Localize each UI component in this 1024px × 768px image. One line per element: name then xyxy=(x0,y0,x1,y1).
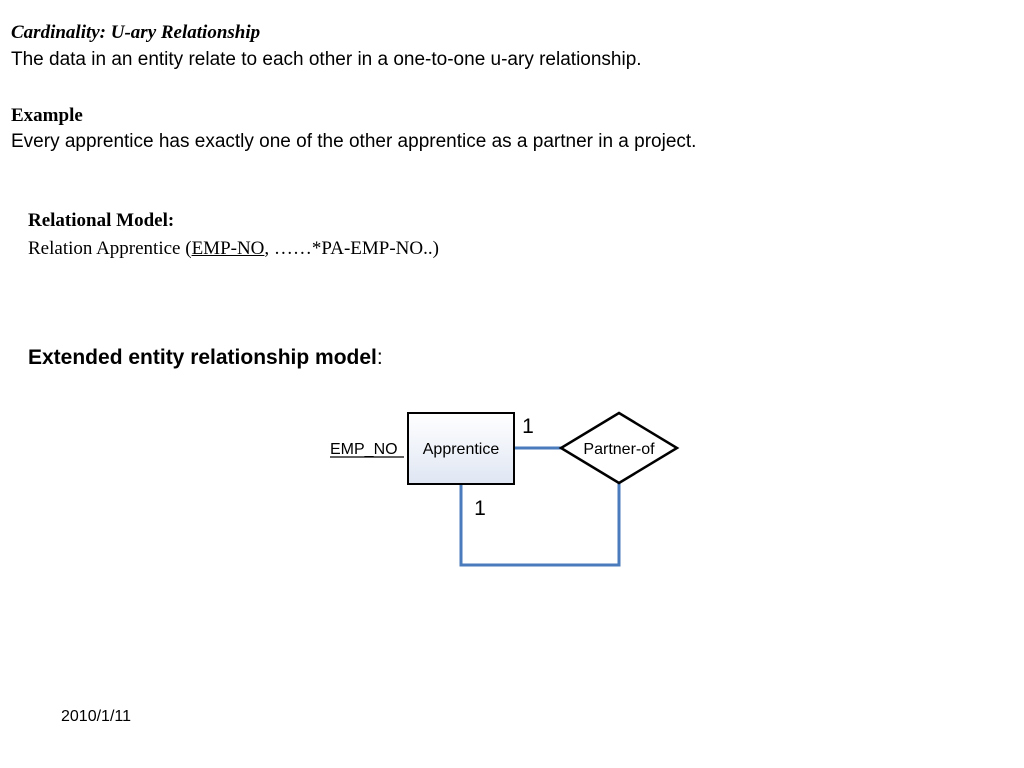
eer-model-title: Extended entity relationship model: xyxy=(28,346,383,370)
entity-box-apprentice xyxy=(407,412,515,485)
cardinality-bottom: 1 xyxy=(474,497,486,520)
footer-date: 2010/1/11 xyxy=(61,708,131,725)
attribute-label: EMP_NO xyxy=(330,441,398,458)
relation-suffix: , ……*PA-EMP-NO..) xyxy=(264,238,439,259)
relational-model-title: Relational Model: xyxy=(28,210,175,231)
example-description: Every apprentice has exactly one of the … xyxy=(11,131,697,152)
cardinality-top: 1 xyxy=(522,415,534,438)
primary-key: EMP-NO xyxy=(191,238,265,259)
relationship-diamond xyxy=(558,411,680,485)
recursive-connector xyxy=(459,483,621,567)
eer-title-colon: : xyxy=(376,346,383,369)
example-title: Example xyxy=(11,105,83,126)
section-description: The data in an entity relate to each oth… xyxy=(11,49,642,70)
entity-label: Apprentice xyxy=(423,441,500,458)
relational-model-definition: Relation Apprentice (EMP-NO, ……*PA-EMP-N… xyxy=(28,238,439,260)
relationship-label: Partner-of xyxy=(583,441,655,458)
relation-prefix: Relation Apprentice ( xyxy=(28,238,192,259)
eer-title-text: Extended entity relationship model xyxy=(28,346,377,369)
section-title: Cardinality: U-ary Relationship xyxy=(11,22,261,43)
